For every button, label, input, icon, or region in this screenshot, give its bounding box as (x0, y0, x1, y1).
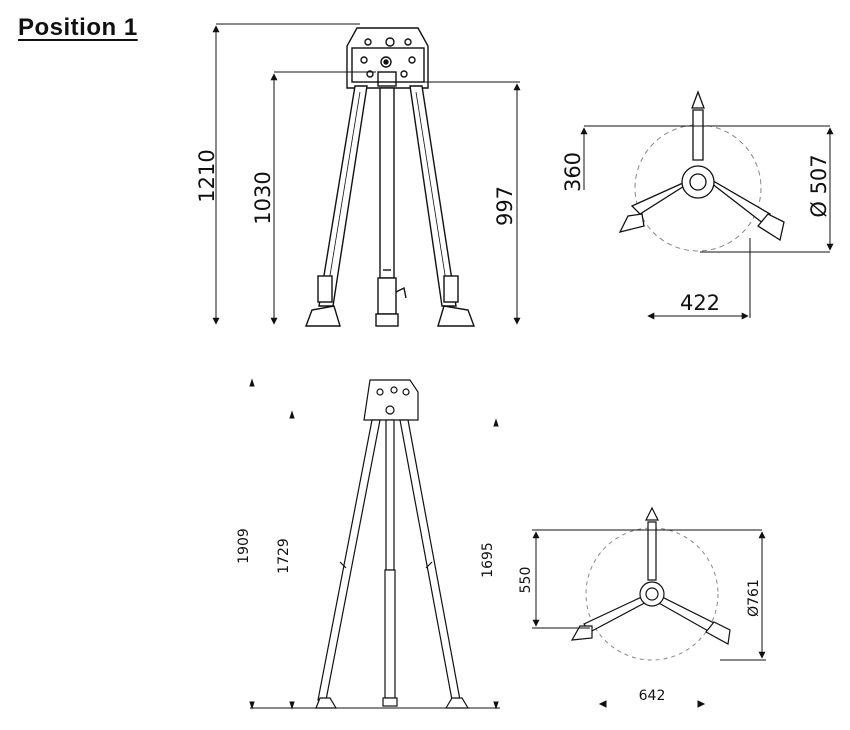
dimensions-top-2 (532, 529, 766, 708)
tripod-top-view-1 (618, 90, 785, 252)
dimensions-front-1 (212, 23, 521, 325)
dim-997: 997 (493, 186, 517, 226)
left-leg (317, 419, 381, 701)
tripod-top-view-2 (570, 506, 731, 661)
dim-422: 422 (680, 291, 720, 315)
page-title: Position 1 (18, 14, 138, 41)
tripod-front-view-2 (315, 379, 470, 709)
dim-1729: 1729 (276, 538, 292, 574)
dimensions-top-1 (580, 125, 834, 320)
right-leg (409, 85, 457, 307)
dim-diameter-761: Ø761 (746, 579, 762, 617)
center-leg (379, 87, 395, 279)
dim-1695: 1695 (480, 542, 496, 578)
right-foot (437, 305, 476, 327)
tripod-head (346, 27, 429, 89)
dim-360: 360 (561, 152, 585, 192)
footprint-circle (585, 527, 719, 661)
dimensions-front-2 (249, 378, 500, 710)
dim-1210: 1210 (195, 149, 219, 202)
dim-642: 642 (639, 688, 666, 704)
dim-diameter-507: Ø 507 (807, 154, 831, 217)
right-leg (399, 419, 461, 701)
dim-550: 550 (518, 567, 534, 594)
footprint-circle (634, 124, 762, 252)
dim-1030: 1030 (251, 171, 275, 224)
dim-1909: 1909 (236, 528, 252, 564)
tripod-front-view-1 (304, 27, 476, 327)
left-foot (304, 305, 341, 327)
center-leg (385, 419, 395, 571)
